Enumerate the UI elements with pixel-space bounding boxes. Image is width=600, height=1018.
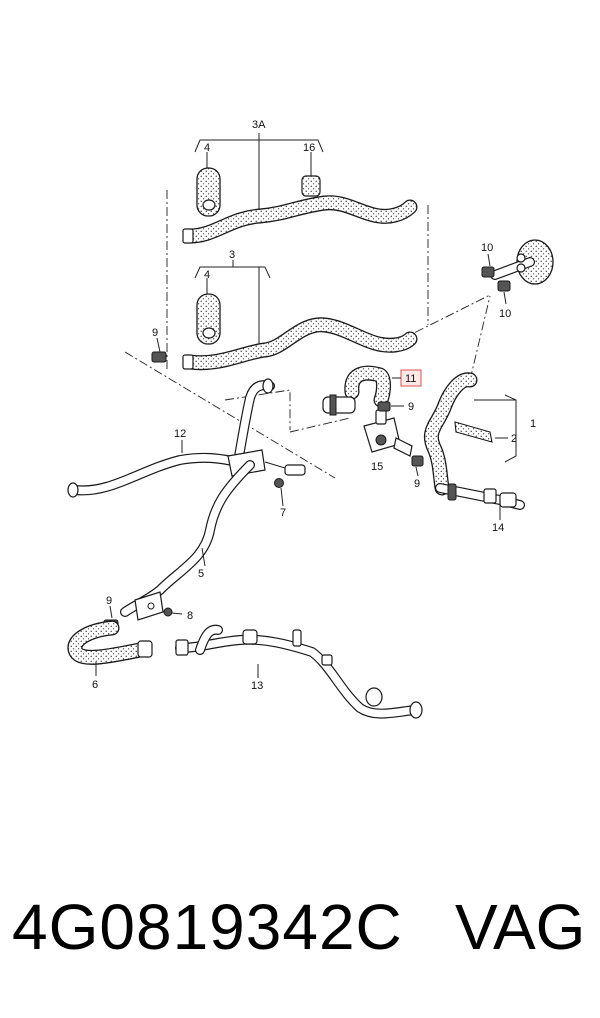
label-15: 15 xyxy=(371,461,383,473)
label-9-left: 9 xyxy=(152,327,158,339)
mount-pad-4-lower xyxy=(196,293,221,345)
pipe-5 xyxy=(120,460,255,617)
clip-10-lower xyxy=(497,280,511,305)
hose-1 xyxy=(423,372,478,496)
label-12: 12 xyxy=(174,428,186,440)
parts-diagram: 3A 4 16 3 4 9 10 10 11 9 1 2 12 15 9 14 … xyxy=(67,119,554,719)
pipe-13 xyxy=(175,624,423,719)
construction-lines xyxy=(124,190,491,479)
mount-pad-4-upper xyxy=(196,167,221,217)
label-13: 13 xyxy=(251,680,263,692)
label-14: 14 xyxy=(492,522,504,534)
bolt-8 xyxy=(163,607,183,617)
connector-top-right xyxy=(490,239,554,285)
clip-9-center-upper xyxy=(377,401,404,412)
clip-9-center-lower xyxy=(411,455,424,477)
label-3: 3 xyxy=(229,249,235,261)
brand-name: VAG xyxy=(455,891,586,963)
label-11: 11 xyxy=(405,373,416,385)
sleeve-2 xyxy=(454,421,508,443)
hose-3 xyxy=(182,317,418,371)
valve-15 xyxy=(363,409,413,457)
bracket-3 xyxy=(194,260,271,345)
label-16: 16 xyxy=(303,142,315,154)
label-8: 8 xyxy=(187,610,193,622)
sleeve-16 xyxy=(301,175,321,197)
hose-11 xyxy=(322,365,391,416)
clip-10-upper xyxy=(481,253,495,278)
connector-14 xyxy=(435,483,525,520)
bracket-1 xyxy=(474,394,517,463)
bolt-7 xyxy=(274,478,284,507)
label-9-lower-center: 9 xyxy=(414,478,420,490)
label-9-center: 9 xyxy=(408,401,414,413)
part-number: 4G0819342C xyxy=(12,891,403,963)
label-4-upper: 4 xyxy=(204,142,210,154)
label-2: 2 xyxy=(511,433,517,445)
label-10-upper: 10 xyxy=(481,242,493,254)
label-4-lower: 4 xyxy=(204,269,210,281)
label-1: 1 xyxy=(530,418,536,430)
label-9-lower-left: 9 xyxy=(106,595,112,607)
label-7: 7 xyxy=(280,507,286,519)
clip-9-left xyxy=(151,337,167,363)
bracket-3A xyxy=(194,133,324,216)
bracket-lower xyxy=(134,591,164,621)
label-6: 6 xyxy=(92,679,98,691)
label-5: 5 xyxy=(198,568,204,580)
label-3A: 3A xyxy=(252,119,266,131)
hose-3A xyxy=(182,195,418,244)
label-10-lower: 10 xyxy=(499,308,511,320)
hose-6 xyxy=(67,620,153,676)
